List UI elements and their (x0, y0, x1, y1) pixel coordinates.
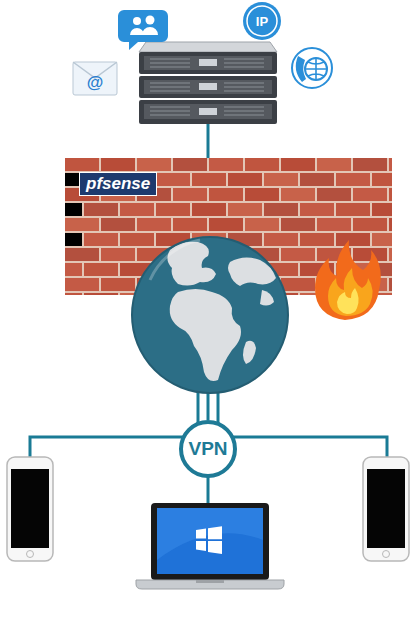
vpn-text: VPN (188, 438, 227, 460)
uplink-wire (207, 124, 210, 160)
vpn-circle: VPN (179, 420, 237, 478)
chat-icon (118, 10, 168, 50)
icon-label: @ (87, 74, 104, 91)
server-stack (139, 42, 277, 124)
globe (132, 237, 288, 393)
smartphone-right (363, 457, 409, 561)
ip-phone-icon (243, 2, 281, 40)
logo-text: pfsense (79, 172, 157, 196)
vpn-wires (30, 385, 387, 505)
globe-phone-icon (292, 48, 332, 88)
email-icon (73, 62, 117, 95)
fire-icon (315, 240, 381, 320)
smartphone-left (7, 457, 53, 561)
icon-label: IP (256, 15, 268, 28)
laptop (136, 503, 284, 589)
